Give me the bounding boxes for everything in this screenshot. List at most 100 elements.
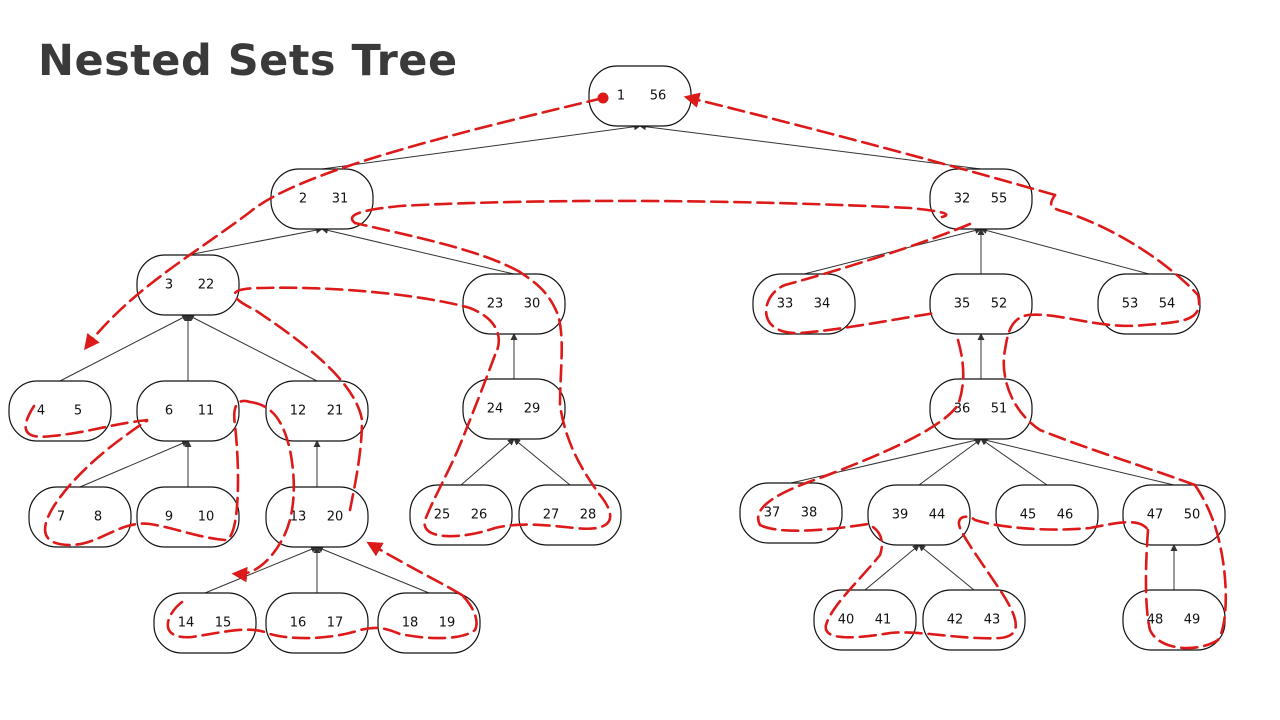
node-shape bbox=[28, 486, 132, 548]
node-left-value: 37 bbox=[764, 506, 781, 521]
traversal-segment bbox=[24, 399, 252, 547]
tree-edge bbox=[980, 438, 1048, 486]
node-left-value: 36 bbox=[954, 402, 971, 417]
tree-node: 36 51 bbox=[929, 378, 1033, 440]
node-shape bbox=[462, 378, 566, 440]
node-right-value: 26 bbox=[471, 508, 488, 523]
node-right-value: 54 bbox=[1159, 297, 1176, 312]
node-left-value: 27 bbox=[543, 508, 560, 523]
node-shape bbox=[377, 592, 481, 654]
tree-node: 25 26 bbox=[409, 484, 513, 546]
node-shape bbox=[136, 254, 240, 316]
node-right-value: 46 bbox=[1057, 508, 1074, 523]
tree-edges bbox=[59, 123, 1178, 594]
node-right-value: 52 bbox=[991, 297, 1008, 312]
node-right-value: 21 bbox=[327, 404, 344, 419]
tree-node: 14 15 bbox=[153, 592, 257, 654]
tree-node: 45 46 bbox=[995, 484, 1099, 546]
tree-edge bbox=[79, 440, 189, 488]
tree-edge bbox=[321, 226, 515, 275]
node-right-value: 38 bbox=[801, 506, 818, 521]
node-right-value: 29 bbox=[524, 402, 541, 417]
node-right-value: 10 bbox=[198, 510, 215, 525]
tree-edge bbox=[790, 436, 982, 484]
traversal-segment bbox=[231, 400, 296, 583]
node-right-value: 8 bbox=[94, 510, 102, 525]
node-left-value: 25 bbox=[434, 508, 451, 523]
node-left-value: 45 bbox=[1020, 508, 1037, 523]
node-left-value: 4 bbox=[37, 404, 45, 419]
node-right-value: 44 bbox=[929, 508, 946, 523]
traversal-segment bbox=[366, 541, 464, 597]
node-shape bbox=[929, 378, 1033, 440]
tree-edge bbox=[460, 438, 515, 486]
node-left-value: 35 bbox=[954, 297, 971, 312]
node-right-value: 41 bbox=[875, 613, 892, 628]
tree-edge bbox=[316, 546, 430, 594]
node-shape bbox=[813, 589, 917, 651]
traversal-segment bbox=[764, 222, 972, 335]
node-shape bbox=[995, 484, 1099, 546]
traversal-segment bbox=[423, 270, 612, 538]
node-right-value: 30 bbox=[524, 297, 541, 312]
node-left-value: 42 bbox=[947, 613, 964, 628]
tree-edge bbox=[513, 438, 571, 486]
node-left-value: 33 bbox=[777, 297, 794, 312]
node-left-value: 1 bbox=[617, 89, 625, 104]
tree-edge bbox=[187, 226, 323, 256]
tree-node: 24 29 bbox=[462, 378, 566, 440]
traversal-segment bbox=[353, 221, 522, 274]
node-right-value: 28 bbox=[580, 508, 597, 523]
node-shape bbox=[462, 273, 566, 335]
node-left-value: 16 bbox=[290, 616, 307, 631]
node-shape bbox=[265, 486, 369, 548]
node-left-value: 47 bbox=[1147, 508, 1164, 523]
node-shape bbox=[922, 589, 1026, 651]
tree-edge bbox=[639, 123, 982, 170]
node-right-value: 55 bbox=[991, 192, 1008, 207]
node-right-value: 51 bbox=[991, 402, 1008, 417]
node-shape bbox=[265, 592, 369, 654]
tree-node: 33 34 bbox=[752, 273, 856, 335]
node-shape bbox=[518, 484, 622, 546]
node-left-value: 18 bbox=[402, 616, 419, 631]
traversal-segment bbox=[683, 92, 1057, 197]
node-right-value: 20 bbox=[327, 510, 344, 525]
traversal-segment bbox=[1144, 483, 1228, 650]
tree-node: 27 28 bbox=[518, 484, 622, 546]
node-shape bbox=[270, 168, 374, 230]
node-left-value: 24 bbox=[487, 402, 504, 417]
tree-node: 39 44 bbox=[867, 484, 971, 546]
node-left-value: 23 bbox=[487, 297, 504, 312]
tree-edge bbox=[918, 438, 982, 486]
node-left-value: 3 bbox=[165, 278, 173, 293]
tree-node: 37 38 bbox=[739, 482, 843, 544]
node-shape bbox=[739, 482, 843, 544]
tree-edge bbox=[204, 546, 318, 594]
node-shape bbox=[752, 273, 856, 335]
node-right-value: 34 bbox=[814, 297, 831, 312]
tree-node: 23 30 bbox=[462, 273, 566, 335]
traversal-path bbox=[24, 92, 1228, 650]
traversal-segment bbox=[758, 515, 1150, 640]
node-shape bbox=[136, 486, 240, 548]
node-left-value: 2 bbox=[299, 192, 307, 207]
traversal-segment bbox=[1002, 193, 1201, 487]
node-right-value: 15 bbox=[215, 616, 232, 631]
node-left-value: 12 bbox=[290, 404, 307, 419]
node-left-value: 40 bbox=[838, 613, 855, 628]
node-left-value: 14 bbox=[178, 616, 195, 631]
node-shape bbox=[929, 273, 1033, 335]
node-left-value: 39 bbox=[892, 508, 909, 523]
